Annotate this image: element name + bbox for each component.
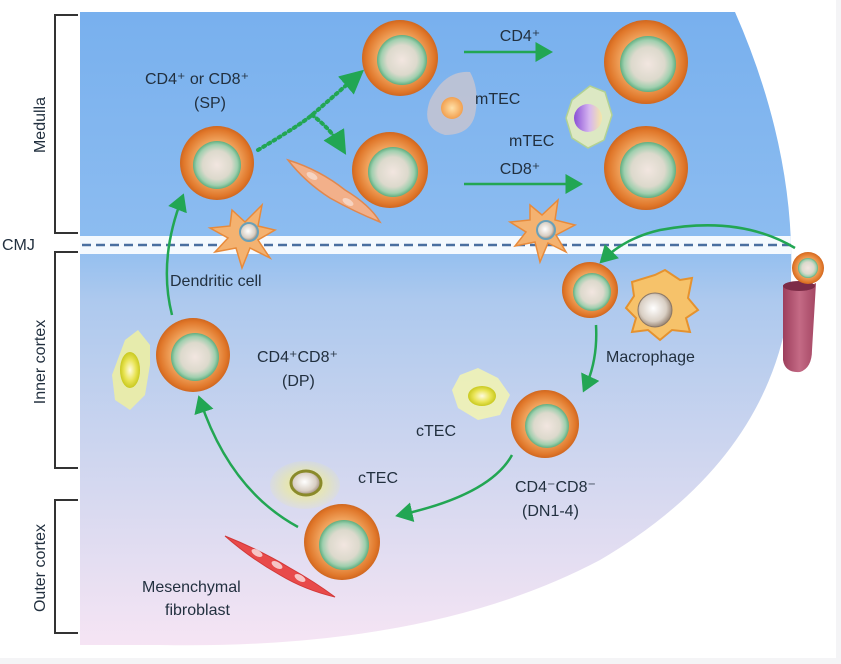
- arrow-to-sp: [165, 193, 187, 316]
- outer-cortex-thymocyte: [304, 504, 380, 580]
- label-mtec-1: mTEC: [475, 91, 520, 108]
- intermediate-thymocyte-bottom: [352, 132, 428, 208]
- cd4-single-positive-cell: [604, 20, 688, 104]
- label-dp: CD4⁺CD8⁺: [257, 349, 338, 366]
- label-cd8-arrow: CD8⁺: [500, 161, 540, 178]
- label-cmj: CMJ: [2, 237, 35, 254]
- progenitor-cell: [792, 252, 824, 284]
- label-fibroblast-1: Mesenchymal: [142, 579, 241, 596]
- intermediate-thymocyte-top: [362, 20, 438, 96]
- label-dn-sub: (DN1-4): [522, 503, 579, 520]
- arrow-to-dp: [194, 395, 299, 529]
- dendritic-cell-icon-2: [507, 197, 578, 265]
- ctec-icon-dp: [112, 330, 150, 410]
- inner-cortex-bracket: [54, 251, 78, 469]
- arrow-to-outer: [395, 454, 514, 523]
- mtec-icon-2: [565, 85, 613, 149]
- label-dendritic-cell: Dendritic cell: [170, 273, 262, 290]
- label-dp-sub: (DP): [282, 373, 315, 390]
- cd8-single-positive-cell: [604, 126, 688, 210]
- mesenchymal-fibroblast-icon: [224, 535, 336, 598]
- label-sp-sub: (SP): [194, 95, 226, 112]
- blood-vessel: [783, 281, 816, 373]
- outer-cortex-bracket: [54, 499, 78, 634]
- label-outer-cortex: Outer cortex: [32, 524, 49, 612]
- label-ctec-2: cTEC: [358, 470, 398, 487]
- entering-thymocyte: [562, 262, 618, 318]
- label-ctec-1: cTEC: [416, 423, 456, 440]
- medulla-bracket: [54, 14, 78, 234]
- ctec-icon-dn: [452, 368, 510, 420]
- label-fibroblast-2: fibroblast: [165, 602, 230, 619]
- mtec-icon-1: [427, 71, 477, 135]
- label-dn: CD4⁻CD8⁻: [515, 479, 596, 496]
- label-cd4-arrow: CD4⁺: [500, 28, 540, 45]
- ctec-icon-outer: [270, 461, 340, 509]
- developmental-arrows: [165, 42, 796, 529]
- medulla-fibroblast-icon: [285, 158, 382, 224]
- dp-thymocyte: [156, 318, 230, 392]
- label-medulla: Medulla: [32, 97, 49, 153]
- arrow-entry: [599, 224, 796, 264]
- dn-thymocyte: [511, 390, 579, 458]
- arrow-to-dn: [581, 324, 600, 393]
- label-sp: CD4⁺ or CD8⁺: [145, 71, 249, 88]
- label-mtec-2: mTEC: [509, 133, 554, 150]
- label-inner-cortex: Inner cortex: [32, 320, 49, 404]
- arrow-sp-to-cd8: [310, 113, 347, 155]
- label-macrophage: Macrophage: [606, 349, 695, 366]
- macrophage-icon: [624, 268, 700, 342]
- dendritic-cell-icon: [207, 202, 277, 271]
- region-brackets: [54, 14, 78, 634]
- sp-thymocyte: [180, 126, 254, 200]
